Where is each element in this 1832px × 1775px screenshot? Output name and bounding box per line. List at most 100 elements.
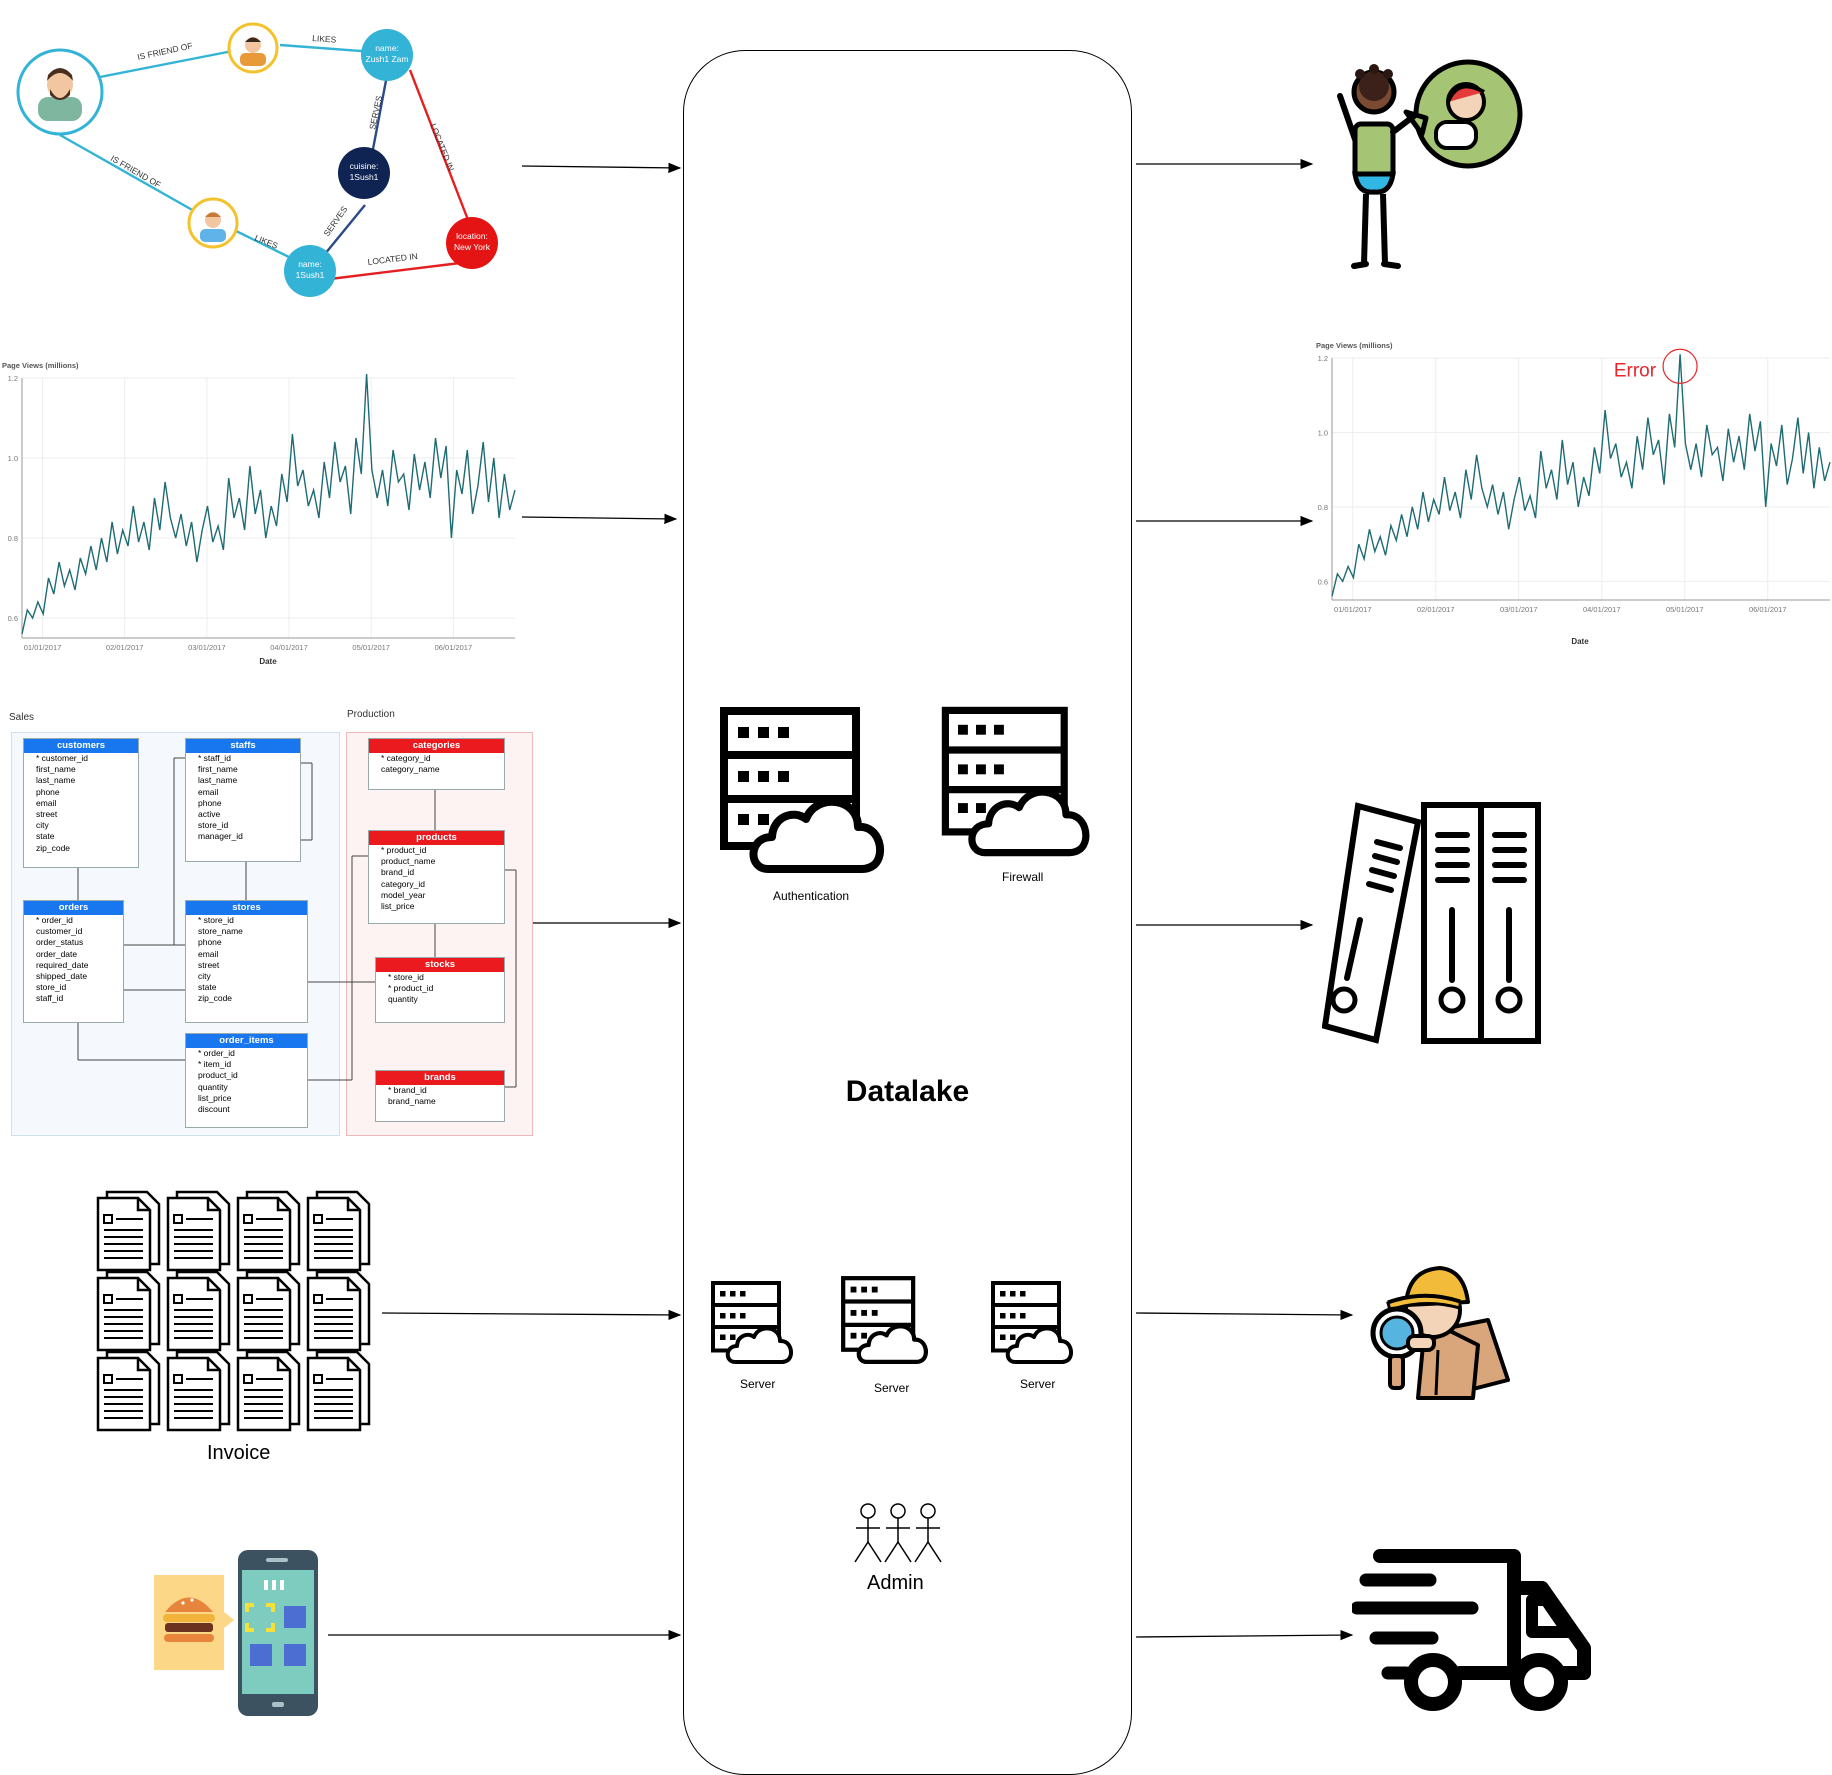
restaurant-node-top: name: Zush1 Zam bbox=[361, 29, 413, 81]
edge-label: LIKES bbox=[312, 33, 337, 45]
chart-xlabel: Date bbox=[1571, 637, 1589, 646]
erd-table-stores: stores * store_id store_name phone email… bbox=[185, 900, 308, 1023]
table-field: shipped_date bbox=[36, 971, 88, 982]
table-field: zip_code bbox=[36, 842, 71, 853]
chart-x-tick-label: 04/01/2017 bbox=[1583, 605, 1621, 614]
table-field: discount bbox=[198, 1104, 230, 1115]
table-field: manager_id bbox=[198, 831, 243, 842]
table-field: * product_id bbox=[388, 983, 434, 994]
chart-error-annotation: Error bbox=[1614, 360, 1657, 381]
chart-error-marker bbox=[1662, 348, 1698, 384]
erd-table-staffs: staffs * staff_id first_name last_name e… bbox=[185, 738, 301, 862]
erd-production-group bbox=[346, 732, 533, 1136]
table-field: active bbox=[198, 809, 221, 820]
edge-label: SERVES bbox=[367, 94, 384, 130]
graph-database-diagram: IS FRIEND OF LIKES IS FRIEND OF LIKES SE… bbox=[16, 22, 498, 297]
table-field: email bbox=[36, 797, 57, 808]
table-field: email bbox=[198, 786, 219, 797]
document-icon bbox=[166, 1190, 231, 1272]
chart-x-tick-label: 05/01/2017 bbox=[1666, 605, 1704, 614]
edge-label: LOCATED IN bbox=[428, 122, 456, 172]
node-label: name: bbox=[298, 259, 322, 269]
table-title: order_items bbox=[186, 1034, 307, 1048]
table-field: store_name bbox=[198, 926, 243, 937]
server-label-3: Server bbox=[1020, 1377, 1056, 1391]
document-icon bbox=[96, 1270, 161, 1352]
table-field: product_name bbox=[381, 856, 436, 867]
table-field: order_status bbox=[36, 937, 84, 948]
table-title: brands bbox=[376, 1071, 504, 1085]
document-icon bbox=[96, 1190, 161, 1272]
cuisine-node: cuisine: 1Sush1 bbox=[338, 147, 390, 199]
server-label-1: Server bbox=[740, 1377, 776, 1391]
table-field: street bbox=[198, 959, 220, 970]
chart-y-tick-label: 0.8 bbox=[8, 534, 18, 543]
firewall-label: Firewall bbox=[1002, 870, 1044, 884]
table-field: * brand_id bbox=[388, 1085, 427, 1095]
document-icon bbox=[166, 1350, 231, 1432]
edge-label: IS FRIEND OF bbox=[109, 153, 163, 190]
node-label: 1Sush1 bbox=[350, 172, 379, 182]
erd-table-products: products * product_id product_name brand… bbox=[368, 830, 505, 924]
table-field: phone bbox=[36, 786, 60, 797]
node-label: name: bbox=[375, 43, 399, 53]
edge-label: LOCATED IN bbox=[367, 251, 418, 267]
table-title: customers bbox=[24, 739, 138, 753]
table-field: street bbox=[36, 809, 58, 820]
edge-label: LIKES bbox=[253, 233, 279, 251]
chart-x-tick-label: 06/01/2017 bbox=[435, 643, 473, 652]
table-field: list_price bbox=[381, 901, 415, 912]
chart-y-tick-label: 1.2 bbox=[1318, 354, 1328, 363]
chart-x-tick-label: 03/01/2017 bbox=[188, 643, 226, 652]
erd-production-label: Production bbox=[347, 709, 395, 720]
table-field: * customer_id bbox=[36, 753, 88, 763]
chart-x-tick-label: 02/01/2017 bbox=[106, 643, 144, 652]
table-field: brand_id bbox=[381, 867, 415, 878]
server-label-2: Server bbox=[874, 1381, 910, 1395]
chart-y-tick-label: 0.6 bbox=[8, 614, 18, 623]
document-icon bbox=[96, 1350, 161, 1432]
chart-series-line bbox=[1331, 354, 1831, 597]
chart-y-tick-label: 1.2 bbox=[8, 374, 18, 383]
table-field: email bbox=[198, 948, 219, 959]
arrow-invoice-to-datalake bbox=[381, 1309, 682, 1321]
document-icon bbox=[236, 1190, 301, 1272]
table-field: first_name bbox=[36, 764, 76, 775]
mobile-food-app-icon bbox=[154, 1550, 318, 1716]
delivery-truck-icon bbox=[1352, 1549, 1591, 1711]
table-field: * store_id bbox=[198, 915, 234, 925]
chart-series-line bbox=[21, 373, 516, 635]
admin-label: Admin bbox=[867, 1572, 924, 1594]
erd-relationships bbox=[77, 757, 517, 1088]
erd-table-orders: orders * order_id customer_id order_stat… bbox=[23, 900, 124, 1023]
archive-binders-icon bbox=[1322, 802, 1541, 1044]
table-field: category_id bbox=[381, 878, 425, 889]
person-node-large bbox=[16, 48, 104, 136]
chart-x-tick-label: 04/01/2017 bbox=[270, 643, 308, 652]
table-field: quantity bbox=[198, 1081, 228, 1092]
document-icon bbox=[306, 1270, 371, 1352]
node-label: New York bbox=[454, 242, 491, 252]
arrow-datalake-to-inspector bbox=[1135, 1309, 1354, 1321]
table-field: quantity bbox=[388, 994, 418, 1005]
chart-ylabel: Page Views (millions) bbox=[1316, 341, 1393, 350]
firewall-server-icon bbox=[940, 705, 1110, 863]
table-field: * item_id bbox=[198, 1059, 232, 1070]
erd-sales-label: Sales bbox=[9, 712, 35, 723]
table-field: staff_id bbox=[36, 993, 64, 1004]
table-title: staffs bbox=[186, 739, 300, 753]
invoice-label: Invoice bbox=[207, 1442, 271, 1464]
chart-x-tick-label: 01/01/2017 bbox=[24, 643, 62, 652]
chart-y-tick-label: 1.0 bbox=[8, 454, 18, 463]
server-icon-1 bbox=[711, 1281, 794, 1364]
arrow-chart-to-datalake bbox=[521, 513, 678, 525]
server-icon-3 bbox=[991, 1281, 1074, 1364]
table-field: * order_id bbox=[36, 915, 73, 925]
table-field: * product_id bbox=[381, 845, 427, 855]
edge-label: IS FRIEND OF bbox=[136, 40, 193, 61]
table-field: phone bbox=[198, 797, 222, 808]
server-icon-2 bbox=[840, 1275, 940, 1370]
table-field: zip_code bbox=[198, 993, 233, 1004]
document-icon bbox=[236, 1350, 301, 1432]
